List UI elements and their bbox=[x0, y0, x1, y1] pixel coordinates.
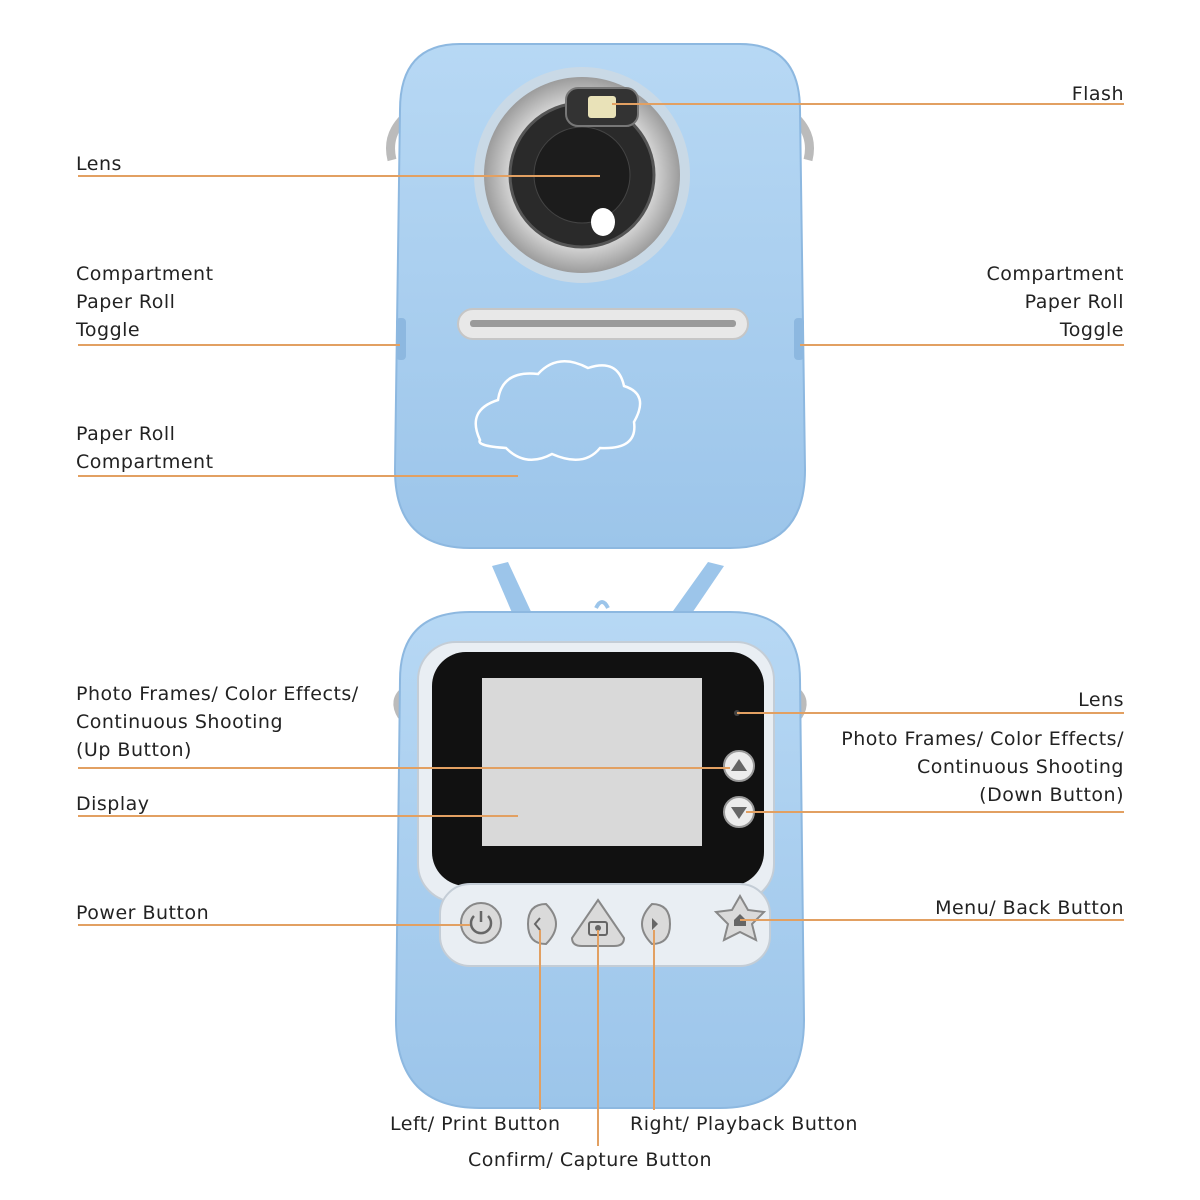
print-icon bbox=[533, 917, 541, 931]
flash-icon bbox=[588, 96, 616, 118]
label-line: Paper Roll bbox=[1024, 291, 1124, 313]
toggle-right[interactable] bbox=[794, 318, 804, 360]
label-lens-front: Lens bbox=[76, 153, 122, 175]
label-line: Toggle bbox=[1059, 319, 1124, 341]
label-line: Compartment bbox=[76, 263, 214, 285]
label-flash: Flash bbox=[1071, 83, 1124, 105]
label-line: (Down Button) bbox=[979, 784, 1124, 806]
label-left-print-button: Left/ Print Button bbox=[390, 1113, 561, 1135]
label-line: Photo Frames/ Color Effects/ bbox=[76, 683, 359, 705]
back-view bbox=[393, 562, 807, 1109]
label-paper-roll-compartment: Paper Roll Compartment bbox=[76, 420, 214, 476]
label-confirm-capture-button: Confirm/ Capture Button bbox=[468, 1149, 713, 1171]
label-line: Toggle bbox=[76, 319, 141, 341]
label-line: (Up Button) bbox=[76, 739, 192, 761]
label-line: Paper Roll bbox=[76, 423, 176, 445]
ear-left-icon bbox=[492, 562, 534, 622]
label-line: Photo Frames/ Color Effects/ bbox=[841, 728, 1124, 750]
front-view bbox=[386, 43, 814, 549]
label-right-playback-button: Right/ Playback Button bbox=[630, 1113, 858, 1135]
leader-lines bbox=[78, 103, 1124, 1146]
label-down-button: Photo Frames/ Color Effects/ Continuous … bbox=[841, 725, 1124, 809]
up-arrow-icon bbox=[731, 759, 747, 771]
left-print-button[interactable] bbox=[526, 902, 558, 946]
label-line: Continuous Shooting bbox=[916, 756, 1124, 778]
label-line: Paper Roll bbox=[76, 291, 176, 313]
label-line: Compartment bbox=[76, 451, 214, 473]
power-icon bbox=[469, 915, 493, 935]
playback-icon bbox=[652, 918, 658, 930]
label-menu-back-button: Menu/ Back Button bbox=[935, 897, 1124, 919]
label-up-button: Photo Frames/ Color Effects/ Continuous … bbox=[76, 680, 359, 764]
label-display: Display bbox=[76, 793, 150, 815]
toggle-left[interactable] bbox=[396, 318, 406, 360]
cloud-decal-icon bbox=[474, 360, 642, 461]
down-arrow-icon bbox=[731, 807, 747, 819]
ear-right-icon bbox=[668, 562, 724, 622]
power-button[interactable] bbox=[460, 902, 502, 944]
label-power-button: Power Button bbox=[76, 902, 210, 924]
label-lens-back: Lens bbox=[1078, 689, 1124, 711]
label-line: Continuous Shooting bbox=[76, 711, 284, 733]
label-toggle-right: Compartment Paper Roll Toggle bbox=[986, 260, 1124, 344]
viewfinder-icon bbox=[591, 208, 615, 236]
display-screen bbox=[482, 678, 702, 846]
label-line: Compartment bbox=[986, 263, 1124, 285]
label-toggle-left: Compartment Paper Roll Toggle bbox=[76, 260, 214, 344]
